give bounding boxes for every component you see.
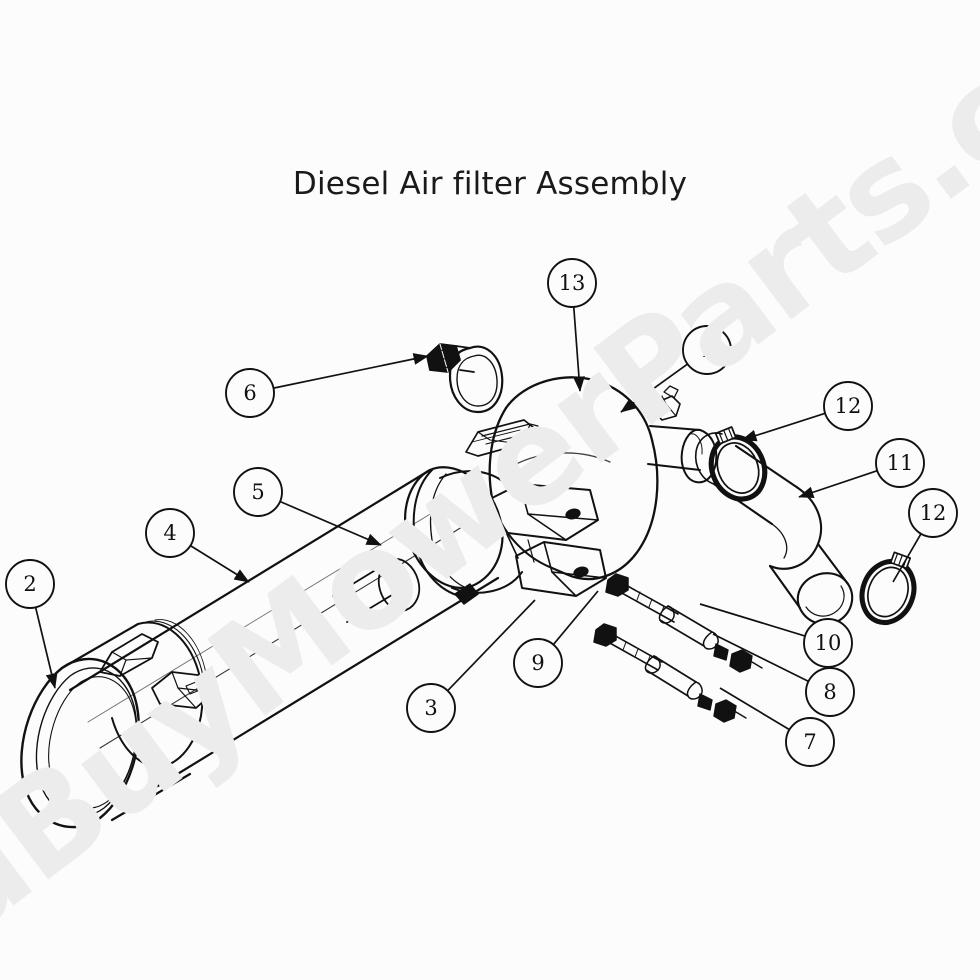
callout-balloon-6[interactable]: 6 xyxy=(225,353,429,418)
callout-balloon-2[interactable]: 2 xyxy=(5,559,58,689)
part-11-rubber-elbow-hose xyxy=(694,432,854,626)
hardware-set-upper xyxy=(605,573,763,673)
leader-line-1 xyxy=(620,363,689,413)
callout-balloon-3[interactable]: 3 xyxy=(406,599,536,733)
balloon-label-6: 6 xyxy=(243,381,256,405)
part-6-dust-ejector-valve xyxy=(426,343,504,414)
part-13-cover-latch-clips xyxy=(465,419,539,457)
balloon-label-10: 10 xyxy=(815,631,842,655)
callout-balloon-10[interactable]: 10 xyxy=(699,603,853,668)
callout-balloon-5[interactable]: 5 xyxy=(233,467,382,546)
callout-balloon-9[interactable]: 9 xyxy=(513,590,599,688)
callout-balloon-4[interactable]: 4 xyxy=(145,508,250,583)
balloon-label-5: 5 xyxy=(251,480,264,504)
balloon-circle-13[interactable] xyxy=(547,258,597,308)
leader-line-6 xyxy=(273,353,429,389)
leader-line-7 xyxy=(719,687,790,731)
part-2-end-cap xyxy=(20,619,215,829)
part-12-hose-clamp-lower xyxy=(854,546,925,630)
leader-line-11 xyxy=(798,469,878,499)
balloon-circle-12[interactable] xyxy=(823,381,873,431)
balloon-label-8: 8 xyxy=(823,680,836,704)
balloon-circle-5[interactable] xyxy=(233,467,283,517)
page-title: Diesel Air filter Assembly xyxy=(292,166,688,202)
part-3-mounting-bracket xyxy=(412,469,607,605)
leader-line-9 xyxy=(552,590,599,646)
balloon-label-11: 11 xyxy=(887,451,914,475)
balloon-circle-1[interactable] xyxy=(682,325,732,375)
balloon-circle-4[interactable] xyxy=(145,508,195,558)
balloon-circle-11[interactable] xyxy=(875,438,925,488)
balloon-circle-10[interactable] xyxy=(803,618,853,668)
balloon-circle-6[interactable] xyxy=(225,368,275,418)
callout-balloon-7[interactable]: 7 xyxy=(719,687,835,767)
leader-line-12 xyxy=(892,533,922,583)
balloon-circle-9[interactable] xyxy=(513,638,563,688)
balloon-label-13: 13 xyxy=(559,271,586,295)
balloon-label-12: 12 xyxy=(835,394,862,418)
balloon-label-12: 12 xyxy=(920,501,947,525)
leader-line-8 xyxy=(712,633,809,683)
leader-line-4 xyxy=(189,544,250,583)
callout-balloon-1[interactable]: 1 xyxy=(620,325,732,413)
callout-balloon-13[interactable]: 13 xyxy=(547,258,597,392)
callout-balloon-12[interactable]: 12 xyxy=(741,381,873,442)
callout-balloon-12[interactable]: 12 xyxy=(892,488,958,583)
leader-line-2 xyxy=(34,607,58,689)
balloon-label-9: 9 xyxy=(531,651,544,675)
leader-line-3 xyxy=(447,599,536,692)
balloon-circle-3[interactable] xyxy=(406,683,456,733)
leader-line-13 xyxy=(572,306,585,392)
balloon-circle-8[interactable] xyxy=(805,667,855,717)
callout-balloon-8[interactable]: 8 xyxy=(712,633,855,717)
balloon-label-3: 3 xyxy=(424,696,437,720)
part-1-air-cleaner-housing xyxy=(488,376,718,581)
part-5-inner-safety-filter xyxy=(332,558,421,623)
part-4-primary-filter-element xyxy=(68,466,504,802)
leader-line-5 xyxy=(279,500,382,546)
hardware-set-lower xyxy=(593,623,747,723)
balloon-label-4: 4 xyxy=(163,521,176,545)
leader-line-10 xyxy=(699,603,806,637)
callout-balloon-11[interactable]: 11 xyxy=(798,438,925,499)
balloon-label-2: 2 xyxy=(23,572,36,596)
balloon-circle-2[interactable] xyxy=(5,559,55,609)
leader-line-12 xyxy=(741,412,826,442)
balloon-label-7: 7 xyxy=(803,730,816,754)
balloon-label-1: 1 xyxy=(700,338,713,362)
balloon-circle-7[interactable] xyxy=(785,717,835,767)
title-layer: Diesel Air filter Assembly xyxy=(0,166,980,202)
balloon-circle-12[interactable] xyxy=(908,488,958,538)
